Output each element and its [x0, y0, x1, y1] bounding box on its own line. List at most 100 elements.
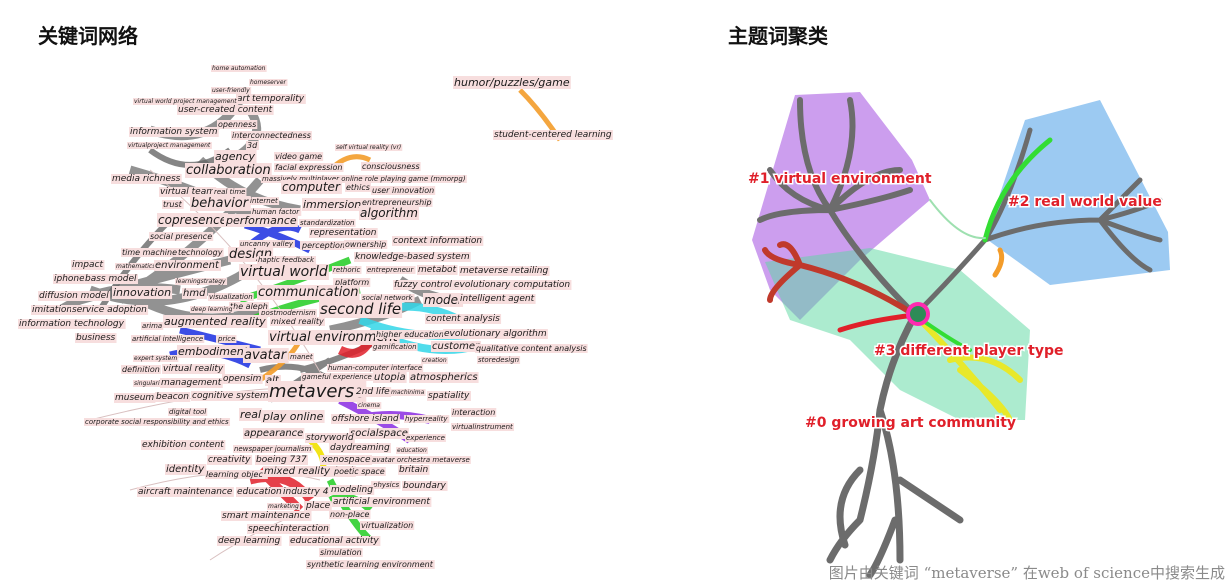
keyword-label: openness	[218, 120, 256, 129]
keyword-label-background	[305, 433, 355, 443]
keyword-label: user-created content	[178, 105, 273, 115]
keyword-label: platform	[334, 278, 369, 287]
keyword-label-background	[345, 183, 371, 192]
keyword-label: model	[424, 293, 462, 307]
keyword-label-background	[300, 241, 347, 250]
cluster-center	[906, 302, 930, 326]
keyword-label-background	[159, 187, 217, 197]
keyword-label-background	[282, 487, 330, 497]
keyword-label-background	[177, 105, 274, 115]
keyword-label: visualization	[209, 293, 253, 301]
keyword-label-background	[267, 503, 300, 510]
keyword-label: arima	[142, 322, 162, 330]
keyword-label-background	[157, 213, 229, 227]
keyword-label-background	[390, 389, 426, 396]
keyword-label-background	[289, 536, 381, 546]
keyword-label-background	[185, 163, 272, 178]
keyword-label: qualitative content analysis	[476, 344, 587, 353]
keyword-label: knowledge-based system	[355, 252, 470, 262]
keyword-label: copresence	[158, 213, 227, 227]
keyword-label-background	[163, 315, 268, 328]
keyword-label-background	[53, 274, 87, 284]
keyword-label: art	[237, 94, 250, 104]
keyword-label-background	[366, 266, 416, 274]
keyword-label-background	[112, 286, 173, 299]
keyword-label-background	[236, 487, 283, 497]
keyword-label-background	[214, 150, 257, 163]
keyword-label-background	[213, 188, 247, 196]
keyword-label-background	[329, 510, 371, 519]
keyword-label: modeling	[331, 485, 373, 495]
keyword-label-background	[459, 294, 536, 304]
keyword-label-background	[265, 375, 281, 386]
keyword-label: utopia	[374, 372, 406, 383]
keyword-label: interconnectedness	[232, 131, 311, 140]
keyword-label: entrepreneur	[367, 266, 414, 274]
keyword-label: industry 4	[283, 487, 329, 497]
keyword-label: ethics	[346, 183, 370, 192]
keyword-label-background	[259, 309, 317, 317]
keyword-label: customer	[432, 341, 480, 352]
keyword-label: fuzzy control	[394, 280, 452, 290]
keyword-label: haptic feedback	[258, 256, 315, 264]
keyword-label: mixed reality	[271, 317, 324, 326]
keyword-label: temporality	[252, 94, 305, 104]
keyword-label: hmd	[183, 288, 206, 299]
keyword-label: simulation	[320, 548, 362, 557]
keyword-label: xenospace	[321, 455, 371, 465]
keyword-label: collaboration	[186, 163, 271, 178]
keyword-label-background	[361, 294, 415, 302]
keyword-label: 2nd life	[356, 387, 390, 397]
keyword-label-background	[121, 365, 161, 374]
keyword-label: diffusion model	[39, 291, 109, 301]
keyword-label: museum	[115, 393, 154, 403]
keyword-label: human factor	[252, 208, 300, 216]
keyword-label: smart maintenance	[222, 511, 310, 521]
keyword-label: entrepreneurship	[362, 198, 432, 207]
keyword-label-background	[155, 392, 191, 402]
keyword-label-background	[190, 306, 234, 313]
keyword-label-background	[332, 467, 386, 476]
keyword-label: real	[240, 408, 261, 421]
keyword-label: singularity	[134, 380, 166, 387]
keyword-label-background	[233, 445, 313, 453]
keyword-label-background	[425, 314, 502, 324]
keyword-label-background	[423, 293, 464, 307]
keyword-label-background	[357, 402, 382, 409]
cluster-2-hull	[985, 100, 1170, 285]
keyword-label-background	[257, 256, 317, 264]
keyword-label: learningstrategy	[176, 278, 226, 285]
keyword-label-background	[243, 428, 305, 439]
keyword-label: higher education	[376, 330, 444, 339]
keyword-label: information system	[130, 127, 218, 137]
keyword-label-background	[431, 341, 481, 352]
keyword-label-background	[216, 335, 237, 343]
keyword-label-background	[165, 464, 207, 475]
keyword-label: offshore island	[332, 414, 399, 424]
cluster-3-hull	[765, 248, 1030, 420]
keyword-label-background	[332, 266, 362, 274]
keyword-label-background	[84, 418, 231, 426]
keyword-label: deep learning	[218, 536, 281, 546]
keyword-label: corporate social responsibility and ethi…	[85, 418, 229, 426]
keyword-label: evolutionary algorithm	[444, 329, 547, 339]
keyword-label: artificial environment	[333, 497, 430, 507]
keyword-label-background	[329, 443, 391, 453]
network-keyword-labels: home automationhomeserveruser-friendlyar…	[18, 65, 613, 569]
keyword-label: self virtual reality (vr)	[336, 144, 401, 151]
keyword-label-background	[409, 372, 479, 383]
keyword-label: deep learning	[191, 306, 233, 313]
keyword-label-background	[182, 288, 208, 299]
keyword-label-background	[111, 174, 182, 184]
keyword-label-background	[208, 293, 254, 301]
keyword-label-background	[175, 278, 228, 285]
keyword-label: virtual world	[240, 264, 328, 280]
keyword-label-background	[211, 65, 267, 72]
keyword-label: bass model	[85, 274, 137, 284]
keyword-label: media richness	[112, 174, 181, 184]
keyword-label: atmospherics	[410, 372, 478, 383]
keyword-label: price	[217, 335, 235, 343]
keyword-label: internet	[250, 197, 278, 205]
keyword-label-background	[211, 87, 252, 94]
keyword-label-background	[84, 274, 138, 284]
